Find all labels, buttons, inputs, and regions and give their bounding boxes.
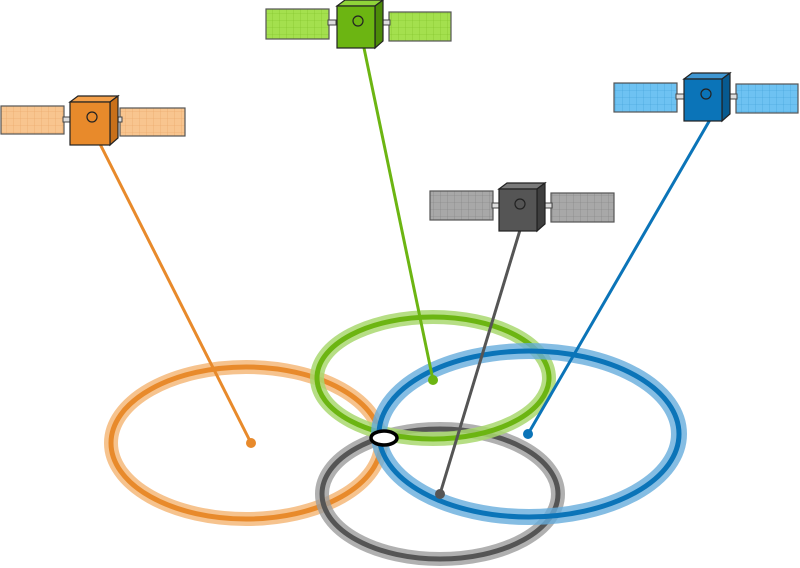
satellite-blue-icon bbox=[613, 71, 799, 123]
ground-point-green bbox=[428, 375, 438, 385]
signal-line-green bbox=[362, 47, 435, 381]
ground-point-orange bbox=[246, 438, 256, 448]
signal-line-gray bbox=[438, 229, 522, 495]
coverage-ring-gray bbox=[315, 422, 565, 566]
satellite-orange-icon bbox=[0, 94, 186, 147]
satellite-green-icon bbox=[265, 0, 452, 50]
ground-point-blue bbox=[523, 429, 533, 439]
signal-line-orange bbox=[96, 139, 253, 444]
receiver-position-marker bbox=[369, 429, 399, 447]
ground-point-gray bbox=[435, 489, 445, 499]
signal-line-blue bbox=[526, 117, 713, 435]
satellite-gray-icon bbox=[429, 181, 615, 233]
coverage-ring-green bbox=[310, 310, 556, 446]
